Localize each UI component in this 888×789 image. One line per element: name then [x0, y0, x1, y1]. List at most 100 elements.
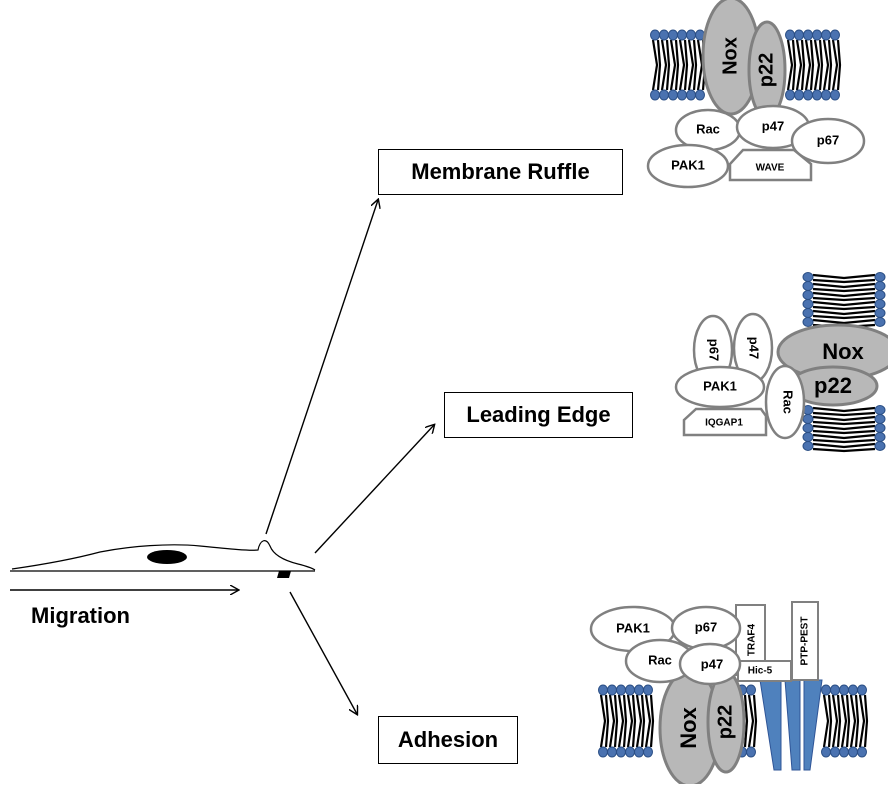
edge-pak1-protein [674, 365, 766, 409]
adhesion-hic5-label: Hic-5 [748, 666, 773, 677]
adhesion-p47-label: p47 [701, 656, 723, 671]
lipid-head [802, 308, 814, 318]
membrane-ruffle-label: Membrane Ruffle [378, 149, 623, 195]
lipid-head [616, 684, 626, 696]
adhesion-label: Adhesion [378, 716, 518, 764]
cell-nucleus [147, 550, 187, 564]
lipid-head [821, 746, 831, 758]
ruffle-lipid-bilayer [650, 29, 842, 101]
lipid-head [802, 414, 814, 424]
lipid-head [874, 423, 886, 433]
lipid-tail [858, 694, 869, 748]
lipid-tail [813, 39, 824, 91]
ruffle-pak1-label: PAK1 [671, 157, 705, 172]
migration-label: Migration [31, 603, 130, 628]
lipid-tail [840, 694, 851, 748]
ruffle-nox-label: Nox [719, 37, 741, 75]
lipid-tail [678, 39, 689, 91]
lipid-head [634, 746, 644, 758]
lipid-head [650, 89, 660, 101]
lipid-head [812, 29, 822, 41]
lipid-head [848, 746, 858, 758]
lipid-head [802, 423, 814, 433]
lipid-head [794, 89, 804, 101]
edge-rac-protein [764, 364, 806, 440]
lipid-head [874, 414, 886, 424]
lipid-head [794, 29, 804, 41]
lipid-head [830, 29, 840, 41]
lipid-head [874, 299, 886, 309]
lipid-head [821, 29, 831, 41]
lipid-head [677, 89, 687, 101]
lipid-tail [687, 39, 698, 91]
lipid-head [598, 746, 608, 758]
ruffle-wave-protein [728, 148, 813, 182]
ruffle-pak1-protein [646, 143, 730, 189]
lipid-head [785, 89, 795, 101]
edge-p47-label: p47 [747, 337, 762, 359]
ruffle-p67-protein [790, 117, 866, 165]
lipid-head [803, 89, 813, 101]
ruffle-rac-label: Rac [696, 121, 720, 136]
adhesion-traf4-label: TRAF4 [747, 623, 758, 656]
lipid-head [874, 281, 886, 291]
lipid-head [625, 746, 635, 758]
lipid-head [821, 684, 831, 696]
lipid-head [659, 89, 669, 101]
adhesion-p47-protein [678, 642, 742, 686]
ruffle-p22-label: p22 [755, 53, 777, 87]
adhesion-complex: Nox p22 TRAF4 PTP-PEST Hic-5 PAK1 p67 Ra… [589, 601, 869, 788]
lipid-head [874, 317, 886, 327]
lipid-head [634, 684, 644, 696]
lipid-head [695, 89, 705, 101]
lipid-head [857, 684, 867, 696]
adhesion-integrin-shapes [759, 679, 823, 771]
adhesion-p22-label: p22 [714, 705, 736, 739]
leading-edge-label: Leading Edge [444, 392, 633, 438]
ruffle-p47-label: p47 [762, 118, 784, 133]
lipid-head [643, 684, 653, 696]
lipid-head [686, 29, 696, 41]
lipid-head [802, 281, 814, 291]
lipid-tail [795, 39, 806, 91]
arrow-to-leading-edge [314, 425, 434, 554]
lipid-head [803, 29, 813, 41]
edge-p67-label: p67 [707, 339, 722, 361]
lipid-head [802, 441, 814, 451]
edge-p22-label: p22 [814, 373, 852, 398]
ruffle-wave-label: WAVE [756, 163, 785, 174]
edge-pak1-label: PAK1 [703, 378, 737, 393]
lipid-tail [669, 39, 680, 91]
lipid-tail [812, 309, 876, 320]
lipid-head [839, 746, 849, 758]
lipid-tail [812, 415, 876, 426]
lipid-head [874, 405, 886, 415]
lipid-tail [608, 694, 619, 748]
lipid-head [650, 29, 660, 41]
adhesion-p67-label: p67 [695, 619, 717, 634]
lipid-head [802, 432, 814, 442]
lipid-head [607, 746, 617, 758]
lipid-tail [644, 694, 655, 748]
edge-nox-label: Nox [822, 339, 864, 364]
cell-outline [11, 540, 316, 571]
adhesion-rac-label: Rac [648, 652, 672, 667]
lipid-tail [812, 282, 876, 293]
lipid-tail [822, 694, 833, 748]
lipid-tail [660, 39, 671, 91]
lipid-tail [849, 694, 860, 748]
lipid-head [874, 272, 886, 282]
lipid-head [802, 272, 814, 282]
lipid-tail [617, 694, 628, 748]
lipid-head [874, 308, 886, 318]
lipid-head [616, 746, 626, 758]
focal-adhesion [277, 571, 291, 578]
lipid-tail [747, 694, 758, 748]
lipid-head [659, 29, 669, 41]
lipid-tail [626, 694, 637, 748]
lipid-head [677, 29, 687, 41]
lipid-head [830, 746, 840, 758]
lipid-tail [804, 39, 815, 91]
adhesion-hic5-protein [737, 660, 792, 682]
